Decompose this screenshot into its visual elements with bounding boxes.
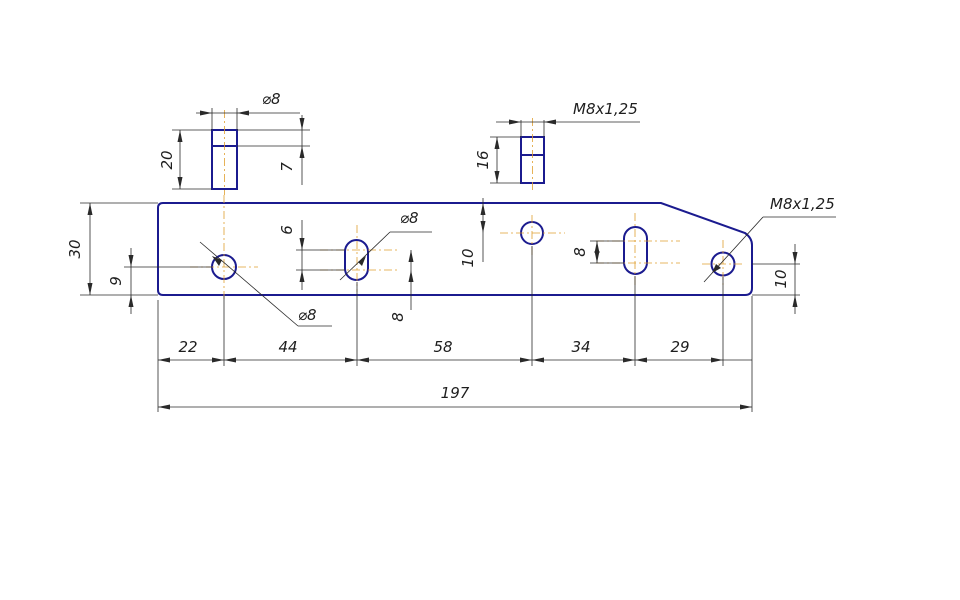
arrowheads bbox=[87, 203, 798, 410]
dim-center-hole-height-10: 10 bbox=[459, 248, 477, 267]
extension-lines bbox=[80, 202, 800, 412]
dim-right-hole-height-10: 10 bbox=[772, 269, 790, 288]
dim-slot1-diameter: ⌀8 bbox=[400, 209, 419, 227]
center-lines bbox=[190, 195, 745, 300]
detail-left-length-20: 20 bbox=[158, 150, 176, 169]
dim-height-30: 30 bbox=[66, 239, 84, 258]
dim-offset-29: 29 bbox=[670, 338, 689, 356]
slot-1 bbox=[344, 239, 369, 281]
detail-left-depth-7: 7 bbox=[278, 162, 296, 172]
detail-right-thread: M8x1,25 bbox=[573, 100, 638, 118]
dim-hole-height-9: 9 bbox=[107, 276, 125, 286]
detail-left-diameter: ⌀8 bbox=[262, 90, 281, 108]
detail-right-length-16: 16 bbox=[474, 150, 492, 169]
detail-left-pin bbox=[172, 108, 310, 195]
dim-slot1-height-8: 8 bbox=[389, 312, 407, 322]
dim-overall-length: 197 bbox=[441, 384, 470, 402]
dim-hole1-diameter: ⌀8 bbox=[298, 306, 317, 324]
dim-offset-44: 44 bbox=[278, 338, 297, 356]
slot-2 bbox=[623, 226, 648, 275]
dim-slot1-width-6: 6 bbox=[278, 225, 296, 235]
dim-slot2-length-8: 8 bbox=[571, 247, 589, 257]
plate-outline bbox=[157, 202, 753, 296]
dim-offset-22: 22 bbox=[178, 338, 197, 356]
detail-right-pin bbox=[490, 118, 640, 190]
dim-offset-58: 58 bbox=[433, 338, 452, 356]
dim-thread-right: M8x1,25 bbox=[770, 195, 835, 213]
dimension-lines bbox=[89, 198, 796, 408]
dim-offset-34: 34 bbox=[571, 338, 590, 356]
